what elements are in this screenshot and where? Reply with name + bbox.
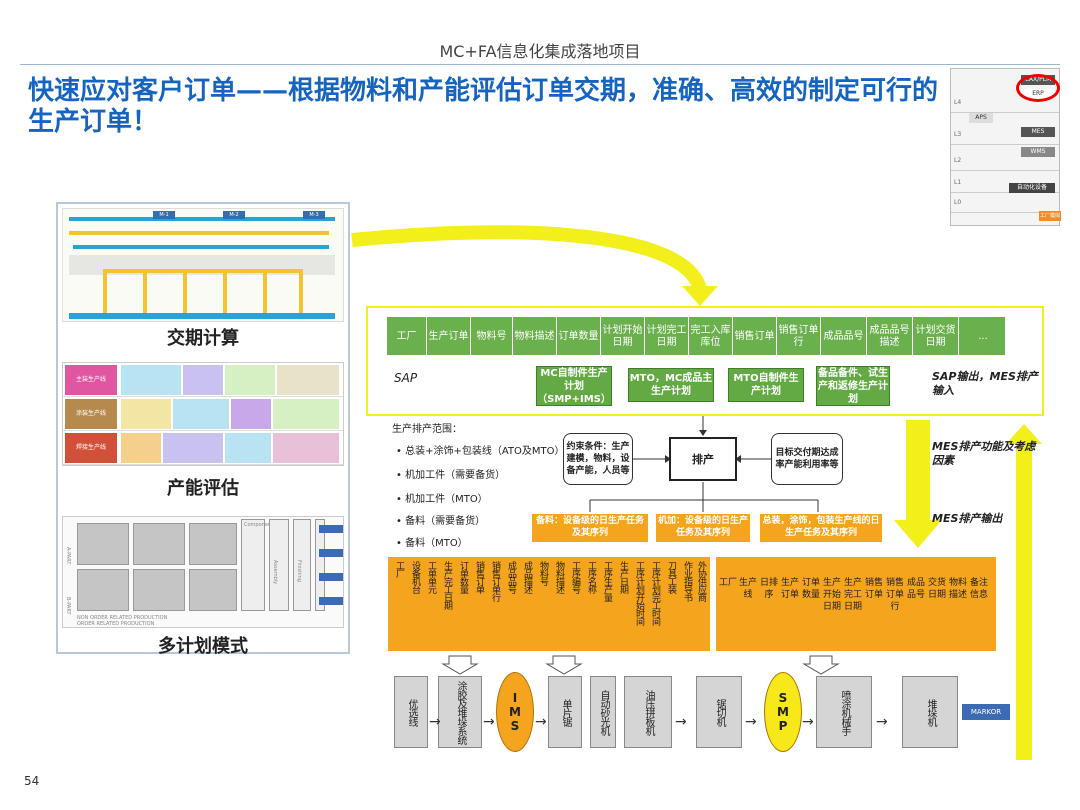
page-number: 54 [24,774,40,788]
sap-columns-header: 工厂 生产订单 物料号 物料描述 订单数量 计划开始日期 计划完工日期 完工入库… [386,316,1006,357]
multi-plan-layout: A-PART B-PART Component Assembly Finishi… [62,516,344,628]
station-glue-stack: 涂胶及堆垛系统 [438,676,482,748]
capacity-row: 焊接生产线 [63,431,343,465]
smp-oval: SMP [764,672,802,752]
range-title: 生产排产范围： [392,424,462,435]
thumb-level-l3: L3 [951,125,1059,145]
header-title: MC+FA信息化集成落地项目 [439,42,641,61]
station-stacker: 堆垛机 [902,676,958,748]
range-item: 机加工件（MTO） [396,490,488,505]
task-prep: 备料：设备级的日生产任务及其序列 [532,514,648,542]
sap-output-note: SAP输出，MES排产输入 [932,370,1038,398]
flow-arrow-icon: → [876,714,888,730]
main-title: 快速应对客户订单——根据物料和产能评估订单交期，准确、高效的制定可行的生产订单！ [28,76,939,138]
flow-arrow-icon: → [483,714,495,730]
truck-icon: MARKOR [962,704,1010,720]
range-item: 总装+涂饰+包装线（ATO及MTO） [396,442,564,457]
mes-function-note: MES排产功能及考虑因素 [932,440,1036,468]
flow-arrow-icon: → [802,714,814,730]
sap-label: SAP [394,371,418,385]
mes-output-note: MES排产输出 [932,512,1003,525]
sap-box-spares: 备品备件、试生产和返修生产计划 [816,366,890,406]
sap-box-mc-plan: MC自制件生产计划（SMP+IMS） [536,366,612,406]
multi-plan-caption: 多计划模式 [158,636,248,657]
station-single-saw: 单片锯 [548,676,582,748]
thumb-wms: WMS [1021,147,1055,157]
station-spray-robot: 喷涂机械手 [816,676,872,748]
schedule-box: 排产 [669,437,737,481]
goal-box: 目标交付期达成率产能利用率等 [771,433,843,485]
station-saw: 锯切机 [696,676,742,748]
left-panel: M-1 M-2 M-3 交期计算 主装生产线 涂装生产线 焊接生产线 产能评估 [56,202,350,657]
flow-arrow-icon: → [675,714,687,730]
thumb-level-l2: L2 [951,151,1059,171]
sap-box-mto-mc: MTO，MC成品主生产计划 [628,368,714,402]
ims-oval: IMS [496,672,534,752]
range-item: 备料（MTO） [396,534,468,549]
thumb-level-l4: L4 [951,93,1059,113]
capacity-table: 主装生产线 涂装生产线 焊接生产线 [62,362,344,466]
erp-highlight-circle [1016,74,1060,102]
thumb-aps: APS [969,113,993,123]
station-sorting-line: 优选线 [394,676,428,748]
thumb-auto: 自动化设备 [1009,183,1055,193]
task-machining: 机加：设备级的日生产任务及其序列 [656,514,750,542]
capacity-caption: 产能评估 [167,478,239,499]
station-sander: 自动砂光机 [590,676,616,748]
sap-box-mto-self: MTO自制件生产计划 [728,368,804,402]
mes-output-arrow [894,420,942,548]
thumb-mes: MES [1021,127,1055,137]
header-divider [20,64,1060,65]
thumb-level-l1: L1 [951,173,1059,193]
capacity-row: 主装生产线 [63,363,343,397]
flow-arrow-icon: → [745,714,757,730]
output-table-left: 工厂 设备机台 工单单元 生产完工日期 订单数量 销售订单 销售订单行 成品品号… [388,557,710,651]
feedback-arrow [1006,424,1042,760]
delivery-gantt: M-1 M-2 M-3 [62,208,344,322]
constraint-box: 约束条件：生产建模，物料，设备产能，人员等 [563,433,633,485]
range-item: 机加工件（需要备货） [396,466,505,481]
range-item: 备料（需要备货） [396,512,485,527]
task-assembly: 总装，涂饰，包装生产线的日生产任务及其序列 [760,514,882,542]
flow-arrow-icon: → [535,714,547,730]
output-table-right: 工厂 生产线 日排序 生产订单 订单数量 生产开始日期 生产完工日期 销售订单 … [716,557,996,651]
thumb-factory: 工厂模拟 [1039,211,1061,221]
delivery-caption: 交期计算 [167,328,239,349]
flow-arrow-icon: → [429,714,441,730]
thumb-level-l0: L0 [951,193,1059,213]
capacity-row: 涂装生产线 [63,397,343,431]
station-press: 油压拼板机 [624,676,672,748]
